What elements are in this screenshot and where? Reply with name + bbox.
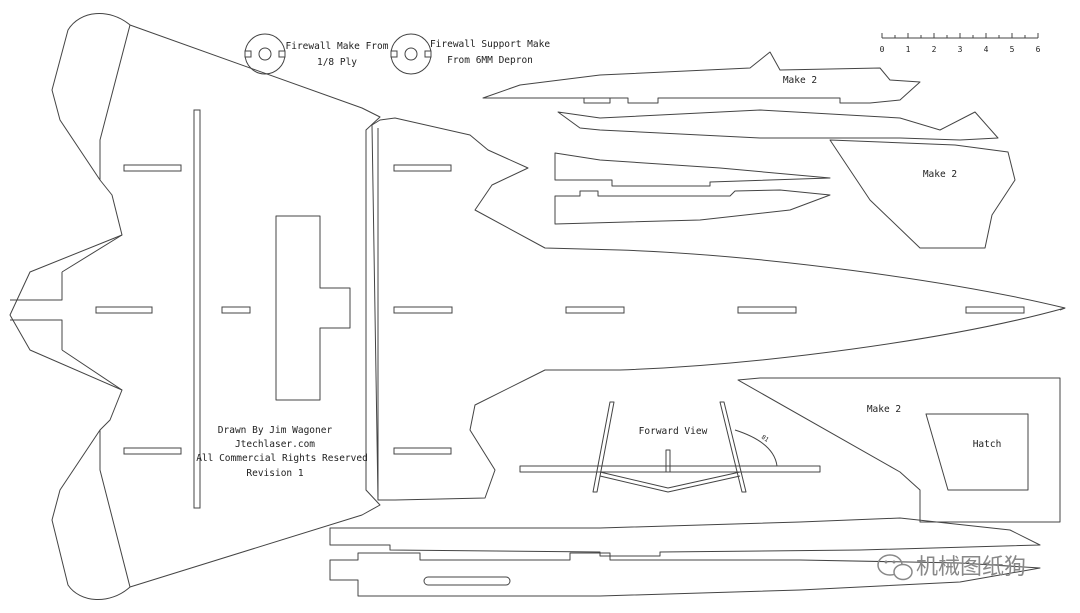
scale-tick-5: 5 [1010, 45, 1015, 54]
wing-slot-bottom [123, 447, 182, 455]
spar-slot-vertical [193, 109, 201, 509]
fuselage-slot-1 [393, 164, 452, 172]
rib-upper [554, 152, 831, 187]
wechat-icon [877, 554, 913, 581]
firewall-label-line1: Firewall Make From [286, 41, 389, 52]
wing-slot-mid [95, 306, 153, 314]
scale-tick-2: 2 [932, 45, 937, 54]
wing-inner-line-bottom [10, 319, 131, 588]
make2-label-top: Make 2 [783, 75, 817, 86]
strake-top-outline [482, 51, 921, 104]
scale-bar: 0 1 2 3 4 5 6 [880, 33, 1041, 54]
support-label-line2: From 6MM Depron [447, 55, 533, 66]
fuselage-center-line [377, 128, 1066, 497]
scale-tick-4: 4 [984, 45, 989, 54]
credit-line-2: Jtechlaser.com [235, 439, 315, 450]
spine-strip [557, 109, 999, 141]
bottom-strip-upper [329, 517, 1041, 557]
fuselage-slot-2 [393, 306, 453, 314]
rib-lower [554, 189, 831, 225]
forward-view-sketch [519, 401, 821, 493]
lower-panel-outline [737, 377, 1061, 523]
fuselage-slot-5 [965, 306, 1025, 314]
hatch-label: Hatch [973, 439, 1002, 450]
watermark: 机械图纸狗 [877, 554, 1026, 581]
fin-right-outline [829, 139, 1016, 249]
wing-slot-center [221, 306, 251, 314]
make2-label-right: Make 2 [923, 169, 957, 180]
fuselage-profile [371, 117, 1066, 501]
bottom-strip-slot [423, 576, 511, 586]
angle-label: 81 [760, 434, 770, 444]
hatch-outline [925, 413, 1029, 491]
firewall-part [244, 33, 286, 75]
scale-tick-0: 0 [880, 45, 885, 54]
wing-slot-top [123, 164, 182, 172]
main-wing-outline [9, 13, 381, 600]
scale-tick-3: 3 [958, 45, 963, 54]
watermark-text: 机械图纸狗 [916, 555, 1026, 580]
scale-tick-1: 1 [906, 45, 911, 54]
credit-line-1: Drawn By Jim Wagoner [218, 425, 333, 436]
wing-inner-line-top [10, 24, 131, 301]
credit-line-4: Revision 1 [246, 468, 303, 479]
make2-label-lower: Make 2 [867, 404, 901, 415]
firewall-label-line2: 1/8 Ply [317, 57, 357, 68]
bottom-strip-lower [329, 552, 1041, 597]
forward-view-label: Forward View [639, 426, 708, 437]
fuselage-slot-3 [565, 306, 625, 314]
firewall-support-part [390, 33, 432, 75]
support-label-line1: Firewall Support Make [430, 39, 550, 50]
fuselage-slot-6 [393, 447, 452, 455]
credit-line-3: All Commercial Rights Reserved [196, 453, 368, 464]
cross-cutout [275, 215, 351, 401]
scale-tick-6: 6 [1036, 45, 1041, 54]
strake-top-bottom-edge [483, 97, 611, 104]
fuselage-slot-4 [737, 306, 797, 314]
